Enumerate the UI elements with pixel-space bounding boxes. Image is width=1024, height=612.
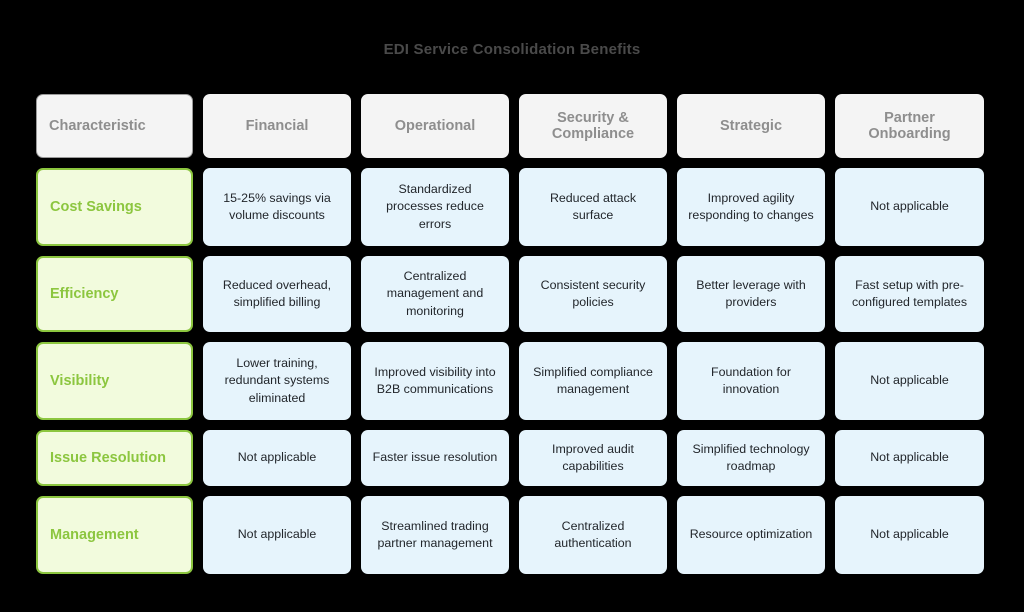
table-cell: Resource optimization [677, 496, 825, 574]
table-cell: Foundation for innovation [677, 342, 825, 420]
table-cell: Standardized processes reduce errors [361, 168, 509, 246]
table-cell: Consistent security policies [519, 256, 667, 332]
column-header-strategic: Strategic [677, 94, 825, 158]
row-label-issue-resolution: Issue Resolution [36, 430, 193, 486]
table-row: Issue Resolution Not applicable Faster i… [36, 430, 988, 486]
table-cell: Fast setup with pre-configured templates [835, 256, 984, 332]
table-cell: Simplified compliance management [519, 342, 667, 420]
row-label-cost-savings: Cost Savings [36, 168, 193, 246]
row-label-management: Management [36, 496, 193, 574]
table-cell: Better leverage with providers [677, 256, 825, 332]
benefits-table: Characteristic Financial Operational Sec… [36, 94, 988, 574]
row-label-efficiency: Efficiency [36, 256, 193, 332]
table-cell: Simplified technology roadmap [677, 430, 825, 486]
column-header-security-compliance: Security & Compliance [519, 94, 667, 158]
table-cell: Lower training, redundant systems elimin… [203, 342, 351, 420]
table-row: Cost Savings 15-25% savings via volume d… [36, 168, 988, 246]
table-cell: Reduced attack surface [519, 168, 667, 246]
table-cell: Not applicable [203, 496, 351, 574]
table-cell: Centralized management and monitoring [361, 256, 509, 332]
table-row: Management Not applicable Streamlined tr… [36, 496, 988, 574]
table-header-row: Characteristic Financial Operational Sec… [36, 94, 988, 158]
table-cell: Reduced overhead, simplified billing [203, 256, 351, 332]
table-cell: Not applicable [835, 496, 984, 574]
table-cell: Not applicable [203, 430, 351, 486]
table-cell: 15-25% savings via volume discounts [203, 168, 351, 246]
table-cell: Improved agility responding to changes [677, 168, 825, 246]
table-cell: Improved visibility into B2B communicati… [361, 342, 509, 420]
column-header-characteristic: Characteristic [36, 94, 193, 158]
table-row: Efficiency Reduced overhead, simplified … [36, 256, 988, 332]
table-cell: Centralized authentication [519, 496, 667, 574]
table-cell: Not applicable [835, 430, 984, 486]
table-row: Visibility Lower training, redundant sys… [36, 342, 988, 420]
table-cell: Not applicable [835, 342, 984, 420]
table-cell: Not applicable [835, 168, 984, 246]
table-cell: Improved audit capabilities [519, 430, 667, 486]
column-header-financial: Financial [203, 94, 351, 158]
column-header-partner-onboarding: Partner Onboarding [835, 94, 984, 158]
column-header-operational: Operational [361, 94, 509, 158]
table-cell: Faster issue resolution [361, 430, 509, 486]
chart-title: EDI Service Consolidation Benefits [383, 41, 641, 58]
row-label-visibility: Visibility [36, 342, 193, 420]
table-cell: Streamlined trading partner management [361, 496, 509, 574]
